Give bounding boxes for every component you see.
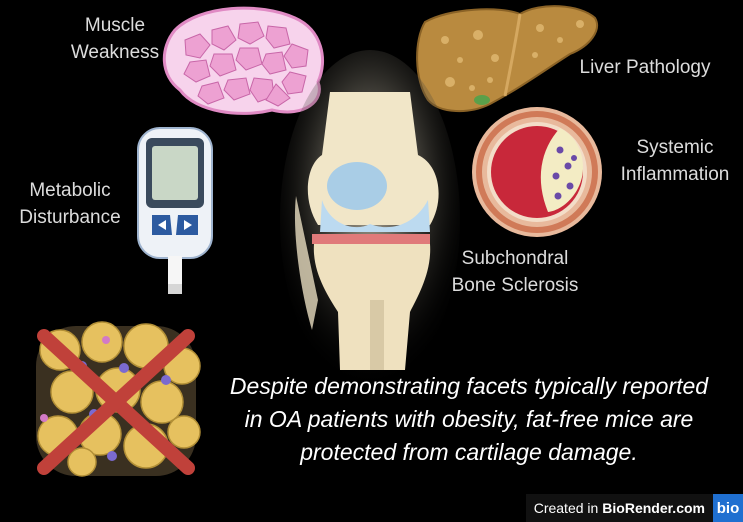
label-line: Systemic [636,137,714,158]
credit-brand: BioRender.com [602,500,705,516]
glucometer-icon [137,127,213,294]
label-line: Disturbance [19,207,121,228]
label-line: Weakness [70,42,160,63]
label-metabolic-disturbance: Metabolic Disturbance [8,177,132,231]
label-line: Inflammation [620,164,730,185]
label-line: Muscle [84,15,146,36]
label-line: Metabolic [29,180,111,201]
biorender-credit[interactable]: Created in BioRender.com bio [525,494,743,522]
label-liver-pathology: Liver Pathology [570,54,720,81]
biorender-logo-icon: bio [713,494,743,522]
label-line: Subchondral [461,248,569,269]
caption: Despite demonstrating facets typically r… [200,370,738,469]
knee-joint-icon [280,50,460,390]
label-subchondral-bone-sclerosis: Subchondral Bone Sclerosis [440,245,590,299]
label-muscle-weakness: Muscle Weakness [60,12,170,66]
caption-line: Despite demonstrating facets typically r… [229,373,709,399]
label-systemic-inflammation: Systemic Inflammation [608,134,742,188]
adipose-tissue-crossed-icon [36,321,201,477]
caption-line: in OA patients with obesity, fat-free mi… [244,406,694,432]
label-line: Bone Sclerosis [451,275,579,296]
credit-text: Created in BioRender.com [525,494,713,522]
caption-line: protected from cartilage damage. [300,439,638,465]
label-line: Liver Pathology [579,57,711,78]
credit-prefix: Created in [533,500,599,516]
muscle-fiber-icon [162,6,325,115]
artery-inflammation-icon [472,107,602,237]
liver-icon [416,5,598,113]
